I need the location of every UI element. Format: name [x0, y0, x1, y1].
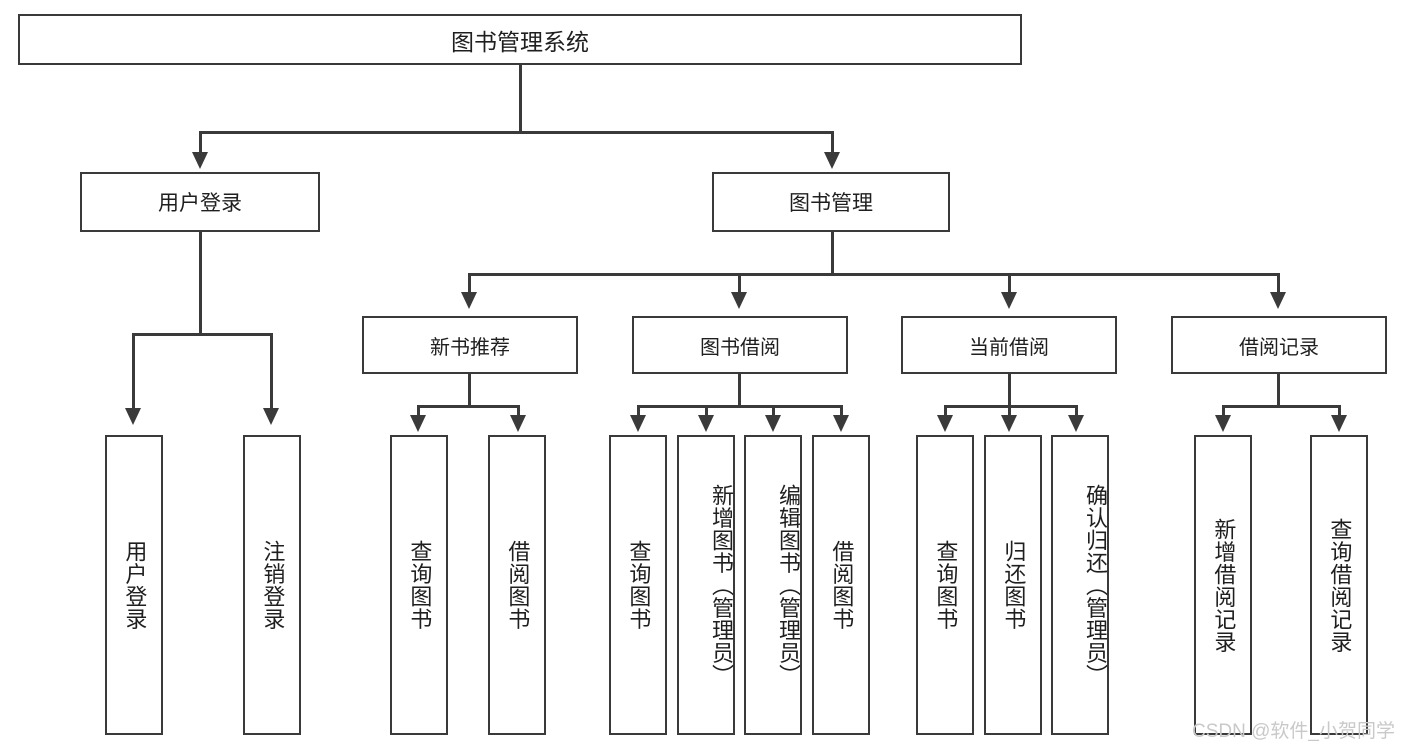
- connector-nbr-to-leaf-1: [517, 405, 520, 418]
- leaf-label: 注销登录: [260, 540, 286, 630]
- leaf-label: 用户登录: [122, 540, 148, 630]
- connector-cb-to-leaf-1: [1008, 405, 1011, 418]
- arrow-cb-to-leaf-1: [1001, 415, 1017, 432]
- node-user-login[interactable]: 用户登录: [80, 172, 320, 232]
- leaf-label: 新增借阅记录: [1211, 517, 1237, 653]
- connector-bm-to-level2-1: [738, 273, 741, 295]
- connector-user-login-stem: [199, 232, 202, 333]
- node-label: 图书管理系统: [451, 28, 589, 55]
- arrow-bm-to-level2-1: [731, 292, 747, 309]
- leaf-new-book-query-book[interactable]: 查询图书: [390, 435, 448, 735]
- node-label: 新书推荐: [430, 336, 510, 359]
- connector-cb-bus: [944, 405, 1078, 408]
- connector-bb-to-leaf-0: [637, 405, 640, 418]
- connector-user-login-to-leaf-1: [270, 333, 273, 411]
- leaf-book-borrow-borrow-book[interactable]: 借阅图书: [812, 435, 870, 735]
- connector-nbr-stem: [468, 374, 471, 407]
- connector-book-management-bus: [468, 273, 1280, 276]
- connector-cb-stem: [1008, 374, 1011, 407]
- connector-cb-to-leaf-0: [944, 405, 947, 418]
- arrow-bm-to-level2-2: [1001, 292, 1017, 309]
- connector-book-management-stem: [831, 232, 834, 273]
- connector-root-stem: [519, 65, 522, 131]
- connector-user-login-bus: [132, 333, 272, 336]
- arrow-bm-to-level2-0: [461, 292, 477, 309]
- arrow-bb-to-leaf-2: [765, 415, 781, 432]
- connector-bb-bus: [637, 405, 843, 408]
- connector-bb-to-leaf-3: [840, 405, 843, 418]
- connector-bm-to-level2-2: [1008, 273, 1011, 295]
- node-book-management[interactable]: 图书管理: [712, 172, 950, 232]
- node-label: 图书管理: [789, 192, 873, 215]
- node-current-borrow[interactable]: 当前借阅: [901, 316, 1117, 374]
- leaf-user-login-logout[interactable]: 注销登录: [243, 435, 301, 735]
- node-book-borrow[interactable]: 图书借阅: [632, 316, 848, 374]
- node-borrow-record[interactable]: 借阅记录: [1171, 316, 1387, 374]
- leaf-label: 确认归还（管理员）: [1083, 483, 1108, 687]
- arrow-user-login-to-leaf-1: [263, 408, 279, 425]
- leaf-current-borrow-return-book[interactable]: 归还图书: [984, 435, 1042, 735]
- arrow-user-login-to-leaf-0: [125, 408, 141, 425]
- leaf-new-book-borrow-book[interactable]: 借阅图书: [488, 435, 546, 735]
- leaf-label: 借阅图书: [505, 540, 531, 630]
- connector-nbr-bus: [417, 405, 520, 408]
- leaf-label: 查询图书: [626, 540, 652, 630]
- leaf-label: 查询图书: [407, 540, 433, 630]
- connector-br-stem: [1277, 374, 1280, 407]
- arrow-root-to-user-login: [192, 152, 208, 169]
- node-root-book-management-system[interactable]: 图书管理系统: [18, 14, 1022, 65]
- arrow-nbr-to-leaf-1: [510, 415, 526, 432]
- leaf-label: 查询图书: [933, 540, 959, 630]
- node-label: 用户登录: [158, 192, 242, 215]
- node-new-book-recommend[interactable]: 新书推荐: [362, 316, 578, 374]
- leaf-current-borrow-confirm-return-admin[interactable]: 确认归还（管理员）: [1051, 435, 1109, 735]
- leaf-label: 编辑图书（管理员）: [776, 483, 801, 687]
- leaf-borrow-record-add-record[interactable]: 新增借阅记录: [1194, 435, 1252, 735]
- arrow-root-to-book-management: [824, 152, 840, 169]
- arrow-bb-to-leaf-0: [630, 415, 646, 432]
- leaf-book-borrow-add-book-admin[interactable]: 新增图书（管理员）: [677, 435, 735, 735]
- csdn-watermark: CSDN @软件_小贺同学: [1192, 721, 1395, 742]
- node-label: 图书借阅: [700, 336, 780, 359]
- connector-br-to-leaf-1: [1338, 405, 1341, 418]
- leaf-label: 查询借阅记录: [1327, 517, 1353, 653]
- connector-user-login-to-leaf-0: [132, 333, 135, 411]
- connector-br-to-leaf-0: [1222, 405, 1225, 418]
- node-label: 当前借阅: [969, 336, 1049, 359]
- leaf-book-borrow-edit-book-admin[interactable]: 编辑图书（管理员）: [744, 435, 802, 735]
- connector-bm-to-level2-3: [1277, 273, 1280, 295]
- connector-root-to-user-login: [199, 131, 202, 155]
- connector-cb-to-leaf-2: [1075, 405, 1078, 418]
- connector-root-to-book-management: [831, 131, 834, 155]
- arrow-cb-to-leaf-2: [1068, 415, 1084, 432]
- leaf-label: 借阅图书: [829, 540, 855, 630]
- connector-nbr-to-leaf-0: [417, 405, 420, 418]
- leaf-label: 归还图书: [1001, 540, 1027, 630]
- connector-bm-to-level2-0: [468, 273, 471, 295]
- connector-root-bus: [199, 131, 833, 134]
- leaf-current-borrow-query-book[interactable]: 查询图书: [916, 435, 974, 735]
- arrow-br-to-leaf-1: [1331, 415, 1347, 432]
- leaf-label: 新增图书（管理员）: [709, 483, 734, 687]
- arrow-bb-to-leaf-1: [698, 415, 714, 432]
- arrow-nbr-to-leaf-0: [410, 415, 426, 432]
- arrow-cb-to-leaf-0: [937, 415, 953, 432]
- connector-bb-to-leaf-2: [772, 405, 775, 418]
- leaf-borrow-record-query-record[interactable]: 查询借阅记录: [1310, 435, 1368, 735]
- arrow-bm-to-level2-3: [1270, 292, 1286, 309]
- leaf-user-login-login[interactable]: 用户登录: [105, 435, 163, 735]
- arrow-br-to-leaf-0: [1215, 415, 1231, 432]
- node-label: 借阅记录: [1239, 336, 1319, 359]
- arrow-bb-to-leaf-3: [833, 415, 849, 432]
- leaf-book-borrow-query-book[interactable]: 查询图书: [609, 435, 667, 735]
- connector-bb-to-leaf-1: [705, 405, 708, 418]
- connector-bb-stem: [738, 374, 741, 407]
- connector-br-bus: [1222, 405, 1340, 408]
